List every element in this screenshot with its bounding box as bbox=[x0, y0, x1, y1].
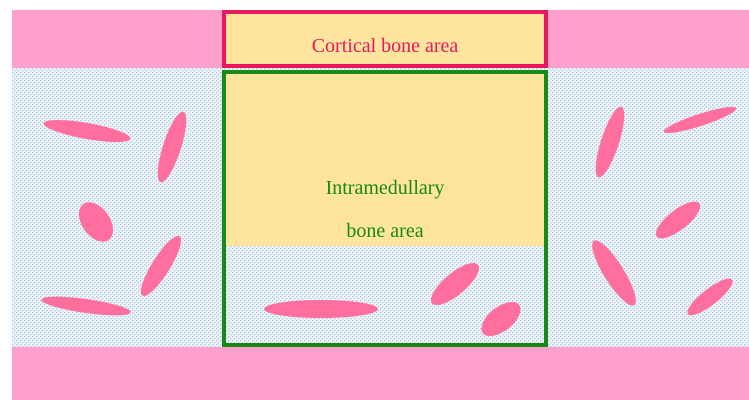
intramedullary-label-line2: bone area bbox=[346, 220, 423, 242]
bone-cell-ellipse bbox=[264, 300, 378, 318]
cortical-bone-bottom bbox=[12, 347, 749, 400]
intramedullary-label-line1: Intramedullary bbox=[326, 177, 445, 199]
cortical-bone-area-label: Cortical bone area bbox=[312, 35, 459, 57]
